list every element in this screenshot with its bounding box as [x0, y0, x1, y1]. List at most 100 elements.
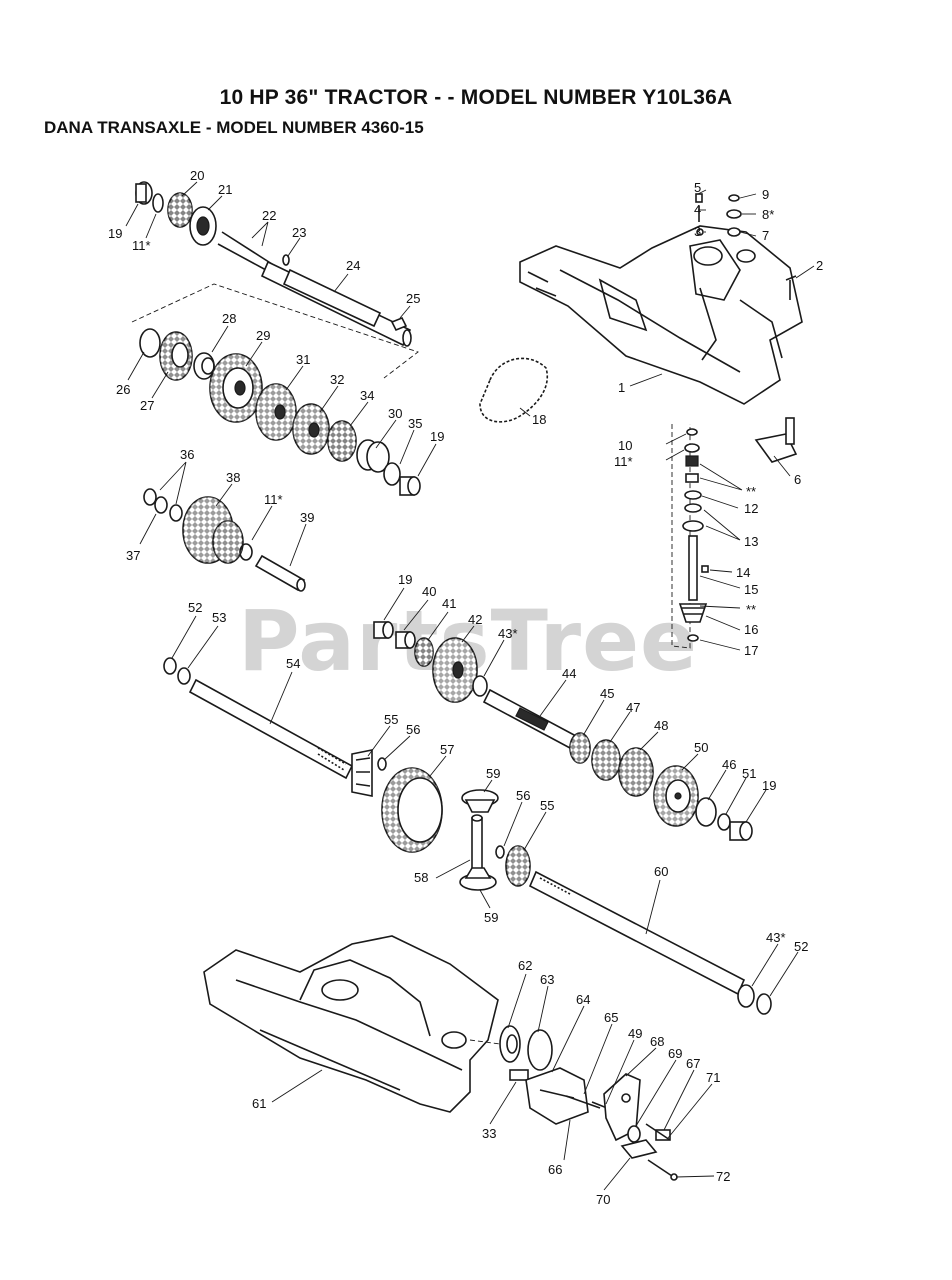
part-70-bracket	[620, 1139, 658, 1159]
callout-15: 15	[744, 582, 758, 597]
part-63-disc	[527, 1029, 553, 1071]
callout-17: 17	[744, 643, 758, 658]
callout-52: 52	[188, 600, 202, 615]
part-8-seal	[726, 209, 742, 219]
part-12-washer	[684, 490, 702, 500]
part-26-snap-ring	[139, 328, 161, 358]
part-16-gear	[678, 603, 708, 623]
callout-25: 25	[406, 291, 420, 306]
part-29-gear	[209, 353, 263, 423]
part-36-washer-b	[169, 504, 183, 522]
part-57-ring-gear	[381, 767, 443, 853]
part-52-seal-left	[163, 657, 177, 675]
part-40-bushing	[395, 631, 416, 649]
callout-32: 32	[330, 372, 344, 387]
callout-50: 50	[694, 740, 708, 755]
callout-28: 28	[222, 311, 236, 326]
part-54-axle	[188, 678, 354, 780]
callout-61: 61	[252, 1096, 266, 1111]
part-19-bushing-right	[729, 821, 753, 841]
part-9-washer	[728, 194, 740, 202]
callout-23: 23	[292, 225, 306, 240]
callout-60: 60	[654, 864, 668, 879]
callout-19-c: 19	[398, 572, 412, 587]
part-19-bushing-center	[373, 621, 394, 639]
callout-11: 11*	[132, 238, 151, 253]
part-15-shaft	[688, 535, 698, 601]
callout-43: 43*	[498, 626, 518, 641]
callout-69: 69	[668, 1046, 682, 1061]
callout-37: 37	[126, 548, 140, 563]
callout-71: 71	[706, 1070, 720, 1085]
part-23-ball	[282, 254, 290, 266]
part-34-gear	[327, 420, 357, 462]
part-20-gear	[167, 192, 193, 228]
callout-16: 16	[744, 622, 758, 637]
part-42-gear	[432, 637, 478, 703]
callout-34: 34	[360, 388, 374, 403]
callout-3: 3	[694, 224, 701, 239]
callout-27: 27	[140, 398, 154, 413]
part-33-pad	[509, 1069, 529, 1081]
callout-42: 42	[468, 612, 482, 627]
callout-36: 36	[180, 447, 194, 462]
callout-57: 57	[440, 742, 454, 757]
callout-54: 54	[286, 656, 300, 671]
part-gear-star	[685, 455, 699, 467]
part-18-chain	[479, 357, 549, 423]
callout-11-b: 11*	[264, 492, 283, 507]
callout-52-b: 52	[794, 939, 808, 954]
part-41-sprocket	[414, 637, 434, 667]
part-30-bearing	[356, 439, 390, 473]
callout-43-b: 43*	[766, 930, 786, 945]
diagram-title: 10 HP 36" TRACTOR - - MODEL NUMBER Y10L3…	[219, 86, 733, 109]
callout-14: 14	[736, 565, 750, 580]
callout-8: 8*	[762, 207, 774, 222]
part-43-washer-left	[472, 675, 488, 697]
part-17-washer	[687, 634, 699, 642]
callout-star-a: **	[746, 484, 756, 499]
callout-30: 30	[388, 406, 402, 421]
callout-48: 48	[654, 718, 668, 733]
callout-labels: 20 21 19 11* 22 23 24 25 28 29 26 27 31 …	[108, 168, 823, 1207]
callout-31: 31	[296, 352, 310, 367]
part-61-lower-case	[203, 935, 499, 1113]
dashed-line-lower	[469, 1039, 501, 1045]
part-19-bushing-mid	[399, 476, 421, 496]
part-7-ring	[727, 227, 741, 237]
part-1-upper-case	[519, 225, 803, 405]
callout-55: 55	[384, 712, 398, 727]
part-55-bevel-gear-right	[505, 845, 531, 887]
callout-68: 68	[650, 1034, 664, 1049]
callout-26: 26	[116, 382, 130, 397]
callout-13: 13	[744, 534, 758, 549]
callout-46: 46	[722, 757, 736, 772]
part-46-spacer	[695, 797, 717, 827]
callout-58: 58	[414, 870, 428, 885]
part-11-washer-top	[152, 193, 164, 213]
callout-star-b: **	[746, 602, 756, 617]
part-56-washer-right	[495, 845, 505, 859]
callout-56-b: 56	[516, 788, 530, 803]
callout-44: 44	[562, 666, 576, 681]
part-59-pinion-top	[461, 789, 499, 813]
callout-33: 33	[482, 1126, 496, 1141]
part-19-bushing-top	[135, 181, 153, 205]
callout-19-d: 19	[762, 778, 776, 793]
part-14-key	[701, 565, 709, 573]
callout-10: 10	[618, 438, 632, 453]
callout-63: 63	[540, 972, 554, 987]
part-67-nut	[645, 1123, 671, 1141]
part-24-shaft	[260, 260, 412, 347]
part-31-gear	[255, 383, 297, 441]
part-62-disc	[499, 1025, 521, 1063]
part-59-pinion-bottom	[459, 867, 497, 891]
callout-5: 5	[694, 180, 701, 195]
part-65-pin	[565, 1095, 601, 1109]
part-5-cap	[695, 193, 703, 203]
part-43-washer-right	[737, 984, 755, 1008]
part-44-shaft	[482, 688, 578, 750]
part-6-bracket	[754, 417, 798, 463]
callout-64: 64	[576, 992, 590, 1007]
part-38-gear-cluster	[182, 496, 244, 564]
